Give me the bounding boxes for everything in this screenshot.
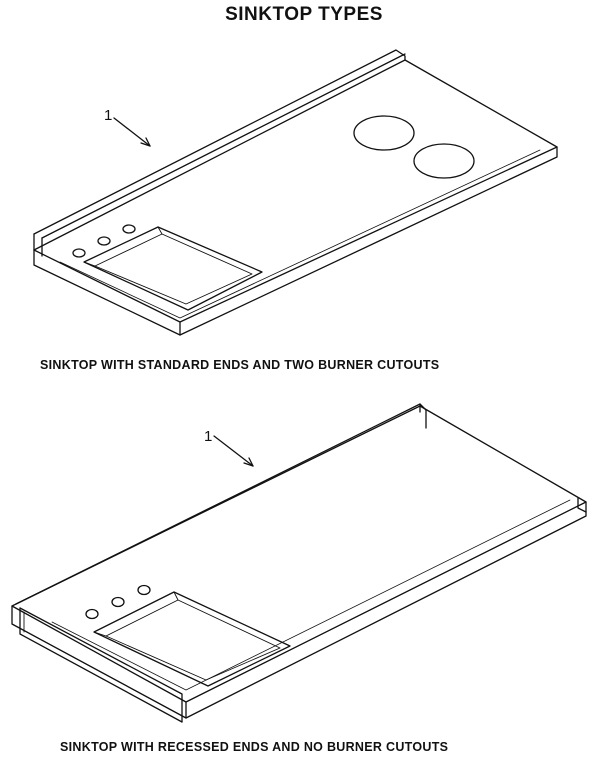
faucet-holes-standard [72, 224, 136, 258]
caption-recessed-ends: SINKTOP WITH RECESSED ENDS AND NO BURNER… [60, 740, 449, 754]
sinktop-recessed-drawing [11, 403, 587, 723]
callout-number-2: 1 [204, 428, 212, 445]
page-title: SINKTOP TYPES [225, 4, 383, 25]
callout-number-1: 1 [104, 107, 112, 124]
burner-cutout-2 [413, 143, 475, 179]
sink-basin-recessed [93, 591, 291, 687]
caption-standard-ends: SINKTOP WITH STANDARD ENDS AND TWO BURNE… [40, 358, 440, 372]
sink-basin-standard [83, 226, 263, 311]
burner-cutouts [353, 115, 475, 179]
sinktop-standard-drawing [33, 49, 558, 336]
burner-cutout-1 [353, 115, 415, 151]
callout-arrow-1 [113, 117, 151, 147]
callout-arrow-2 [213, 435, 254, 467]
faucet-holes-recessed [85, 584, 151, 620]
